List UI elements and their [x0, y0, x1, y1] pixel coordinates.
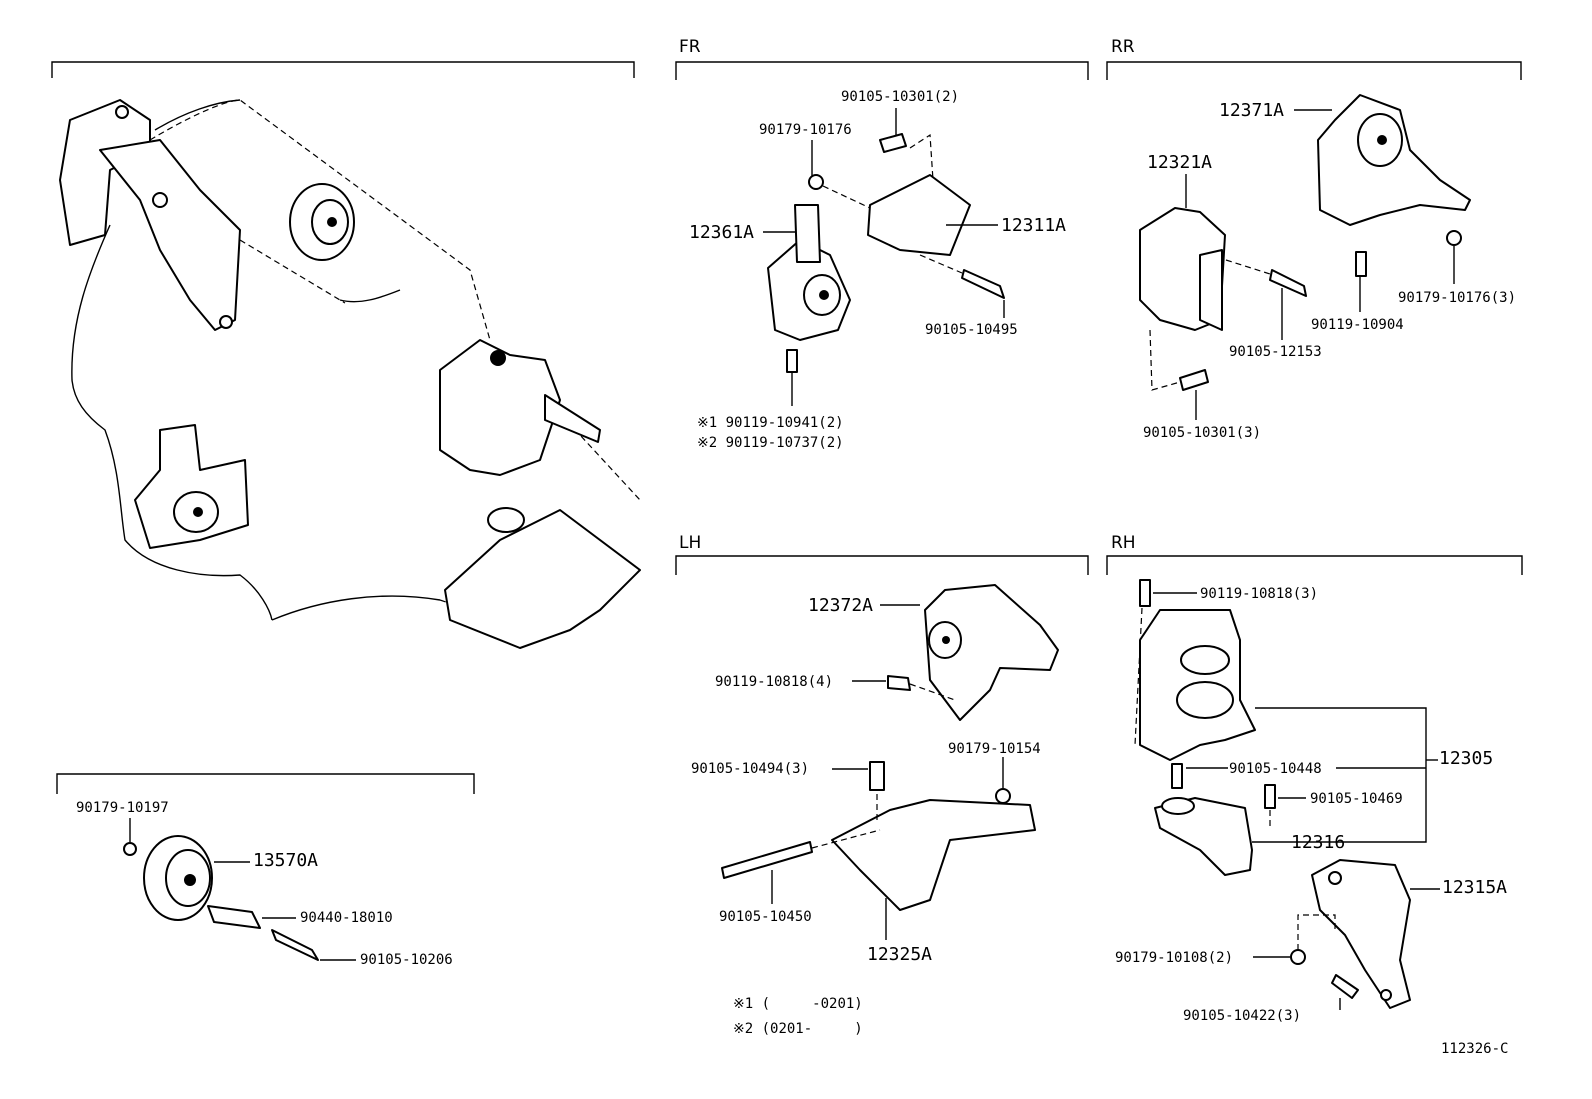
part-label-90105-12153: 90105-12153 — [1229, 344, 1322, 360]
rh-bolt-b — [1264, 784, 1276, 809]
part-label-90179-10197: 90179-10197 — [76, 800, 169, 816]
part-label-90440-18010: 90440-18010 — [300, 910, 393, 926]
rh-nut — [1290, 949, 1306, 965]
rr-bracket — [1106, 61, 1522, 80]
part-label-12321A: 12321A — [1147, 152, 1212, 173]
fr-bolt-top — [879, 133, 907, 153]
part-label-90179-10154: 90179-10154 — [948, 741, 1041, 757]
rh-bracket — [1106, 555, 1523, 575]
part-label-12372A: 12372A — [808, 595, 873, 616]
part-label-90105-10301-2: 90105-10301(2) — [841, 89, 959, 105]
fr-bracket — [675, 61, 1089, 80]
engine-rr-mount — [439, 339, 561, 476]
pulley-bolt — [271, 929, 319, 961]
pulley-nut — [123, 842, 137, 856]
fr-bolt-bottom — [786, 349, 798, 373]
section-brackets — [51, 61, 1523, 794]
part-label-90105-10450: 90105-10450 — [719, 909, 812, 925]
pulley-leaders — [129, 818, 356, 961]
part-label-12371A: 12371A — [1219, 100, 1284, 121]
lh-section-illustration — [721, 584, 1059, 911]
rh-bolt-a — [1171, 763, 1183, 789]
part-label-12325A: 12325A — [867, 944, 932, 965]
part-label-90105-10448: 90105-10448 — [1229, 761, 1322, 777]
part-label-12311A: 12311A — [1001, 215, 1066, 236]
part-label-12316: 12316 — [1291, 832, 1345, 853]
part-label-90105-10301-3: 90105-10301(3) — [1143, 425, 1261, 441]
lh-bracket — [675, 555, 1089, 575]
rr-nut — [1446, 230, 1462, 246]
engine-outline — [71, 224, 273, 621]
rr-bolt-c — [1179, 369, 1209, 391]
lh-leaders — [771, 604, 1004, 940]
fr-bracket-body — [867, 174, 971, 256]
part-label-note2: ※2 90119-10737(2) — [697, 435, 844, 451]
rh-bolt-c — [1331, 974, 1359, 999]
fr-leaders — [763, 108, 1005, 406]
part-label-90105-10495: 90105-10495 — [925, 322, 1018, 338]
pulley-section-illustration — [123, 835, 319, 961]
part-label-90179-10176-3: 90179-10176(3) — [1398, 290, 1516, 306]
fr-bolt-long — [961, 269, 1005, 299]
engine-outline-dashed — [149, 99, 491, 341]
rr-leaders — [1185, 109, 1455, 420]
lh-bracket-body — [831, 799, 1036, 911]
part-label-90105-10469: 90105-10469 — [1310, 791, 1403, 807]
section-label-rr: RR — [1111, 37, 1135, 57]
section-label-rh: RH — [1111, 533, 1136, 553]
part-label-90105-10206: 90105-10206 — [360, 952, 453, 968]
part-label-90119-10904: 90119-10904 — [1311, 317, 1404, 333]
engine-overview-illustration — [59, 99, 641, 649]
lh-mount-body — [924, 584, 1059, 721]
figure-id: 112326-C — [1441, 1041, 1508, 1057]
footnote-1: ※1 ( -0201) — [733, 996, 863, 1012]
section-label-fr: FR — [679, 37, 701, 57]
part-label-90105-10422-3: 90105-10422(3) — [1183, 1008, 1301, 1024]
part-label-90119-10818-4: 90119-10818(4) — [715, 674, 833, 690]
rh-bracket-body — [1154, 797, 1253, 876]
lh-bolt-b — [869, 761, 885, 791]
part-label-90105-10494-3: 90105-10494(3) — [691, 761, 809, 777]
engine-rh-bracket — [99, 139, 241, 331]
part-label-90179-10176: 90179-10176 — [759, 122, 852, 138]
part-label-12305: 12305 — [1439, 748, 1493, 769]
lh-bolt-a — [887, 675, 911, 691]
rh-section-illustration — [1134, 579, 1411, 1009]
fr-section-illustration — [767, 133, 1005, 373]
pulley-collar — [207, 905, 261, 929]
engine-fr-mount — [444, 509, 641, 649]
rh-support-body — [1311, 859, 1411, 1009]
overview-bracket — [51, 61, 635, 78]
lh-nut — [995, 788, 1011, 804]
part-label-12315A: 12315A — [1442, 877, 1507, 898]
part-label-13570A: 13570A — [253, 850, 318, 871]
part-label-90119-10818-3: 90119-10818(3) — [1200, 586, 1318, 602]
part-label-12361A: 12361A — [689, 222, 754, 243]
lh-bolt-long — [721, 841, 813, 879]
engine-rh-mount — [59, 99, 151, 246]
fr-nut — [808, 174, 824, 190]
pulley-bracket — [56, 773, 475, 794]
rr-bolt-a — [1355, 251, 1367, 277]
engine-lh-mount — [134, 424, 249, 549]
part-label-90179-10108-2: 90179-10108(2) — [1115, 950, 1233, 966]
rr-section-illustration — [1139, 94, 1471, 391]
footnote-2: ※2 (0201- ) — [733, 1021, 863, 1037]
part-label-note1: ※1 90119-10941(2) — [697, 415, 844, 431]
rh-bolt-top — [1139, 579, 1151, 607]
rh-assy-bracket-line — [1252, 707, 1427, 843]
rh-leaders — [1153, 592, 1440, 1010]
section-label-lh: LH — [679, 533, 701, 553]
rr-bolt-b — [1269, 269, 1307, 297]
